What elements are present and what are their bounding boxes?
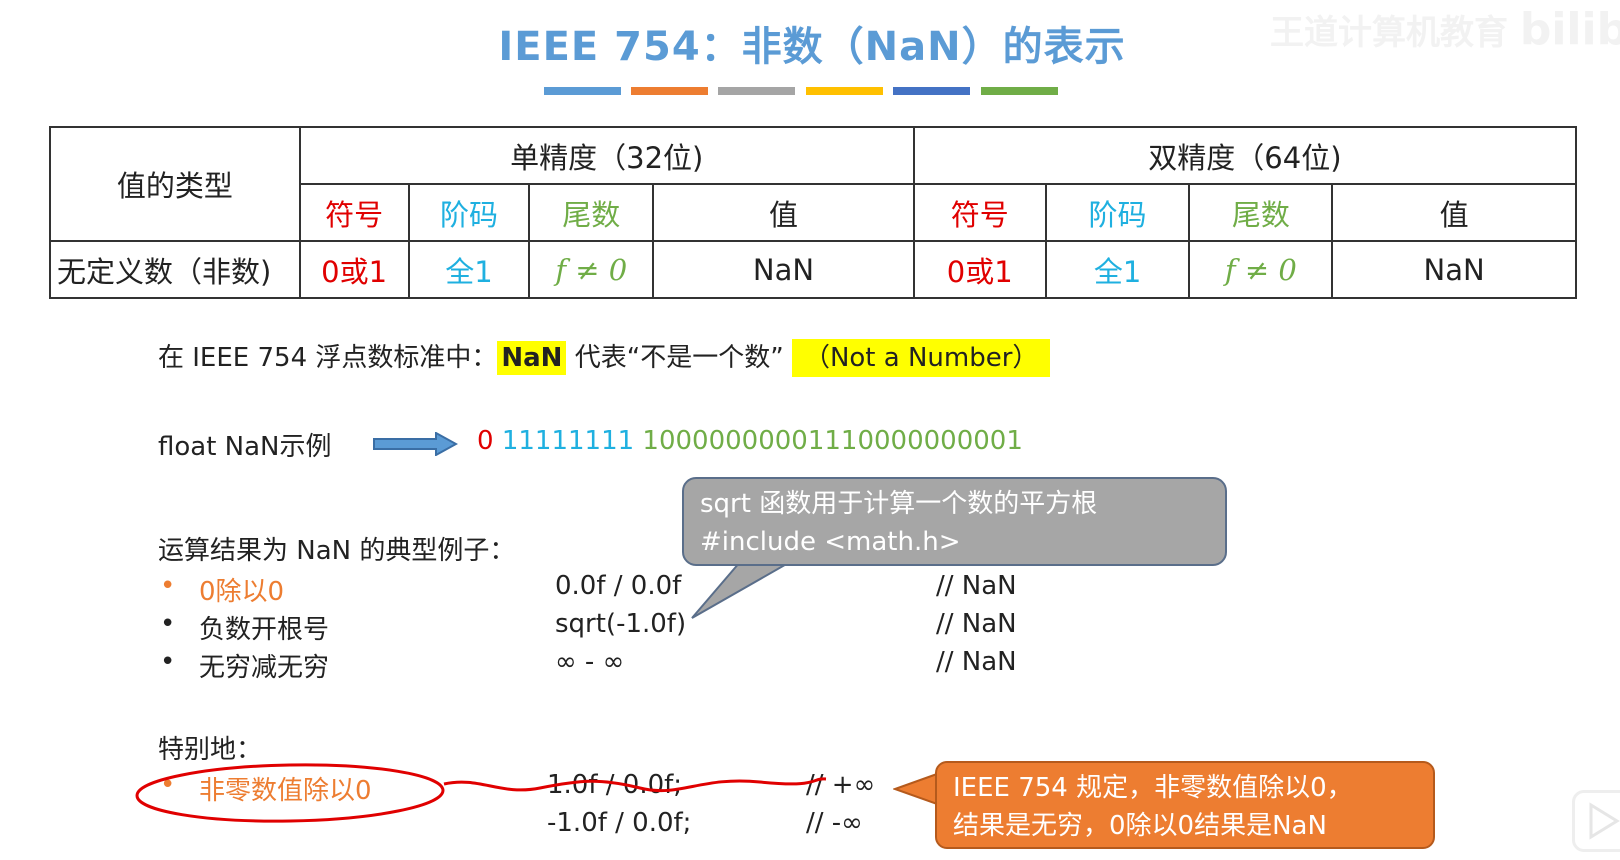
callout-line: IEEE 754 规定，非零数值除以0， — [953, 773, 1353, 803]
callout-line: #include <math.h> — [700, 527, 961, 557]
intro-line: 在 IEEE 754 浮点数标准中：NaN 代表“不是一个数” （Not a N… — [158, 337, 1051, 377]
bits-sign: 0 — [477, 426, 494, 456]
cell-sign: 0或1 — [912, 240, 1047, 299]
cell-value: NaN — [652, 240, 915, 299]
special-label: 非零数值除以0 — [199, 776, 372, 806]
col-value: 值 — [652, 183, 915, 242]
sqrt-callout: sqrt 函数用于计算一个数的平方根 #include <math.h> — [682, 477, 1227, 566]
bullet: • — [160, 647, 176, 677]
row-label: 无定义数（非数) — [49, 240, 301, 299]
col-mantissa: 尾数 — [1188, 183, 1334, 242]
item-comment: // NaN — [936, 571, 1017, 601]
intro-prefix: 在 IEEE 754 浮点数标准中： — [158, 343, 498, 373]
header-double: 双精度（64位) — [912, 126, 1578, 185]
cell-sign: 0或1 — [298, 240, 410, 299]
item-label: 无穷减无穷 — [199, 653, 330, 683]
item-code: sqrt(-1.0f) — [555, 609, 687, 639]
cell-mantissa: f ≠ 0 — [1188, 240, 1334, 299]
color-bar — [718, 87, 795, 95]
color-bar — [806, 87, 883, 95]
special-code: 1.0f / 0.0f; — [547, 770, 683, 800]
col-mantissa: 尾数 — [528, 183, 655, 242]
not-a-number-highlight: （Not a Number） — [791, 339, 1051, 377]
special-comment: // -∞ — [806, 808, 863, 838]
play-icon[interactable] — [1572, 790, 1620, 852]
example-label: float NaN示例 — [158, 432, 332, 462]
item-label: 0除以0 — [199, 577, 285, 607]
special-comment: // +∞ — [806, 770, 876, 800]
item-comment: // NaN — [936, 647, 1017, 677]
item-code: ∞ - ∞ — [555, 647, 625, 677]
item-label: 负数开根号 — [199, 615, 330, 645]
special-code: -1.0f / 0.0f; — [547, 808, 692, 838]
arrow-right-icon — [373, 432, 458, 456]
col-sign: 符号 — [298, 183, 410, 242]
callout-pointer — [893, 772, 939, 806]
watermark: 王道计算机教育 bilib — [1270, 4, 1620, 55]
nan-table: 值的类型 单精度（32位) 双精度（64位) 符号 阶码 尾数 值 符号 阶码 … — [49, 126, 1578, 299]
item-comment: // NaN — [936, 609, 1017, 639]
color-bar — [893, 87, 970, 95]
col-sign: 符号 — [912, 183, 1047, 242]
typical-heading: 运算结果为 NaN 的典型例子： — [158, 536, 516, 566]
color-bar — [631, 87, 708, 95]
col-exponent: 阶码 — [1044, 183, 1191, 242]
example-bits: 0 11111111 10000000001110000000001 — [477, 426, 1023, 456]
nan-highlight: NaN — [497, 341, 567, 375]
slide-title: IEEE 754：非数（NaN）的表示 — [498, 24, 1126, 70]
color-bar — [981, 87, 1058, 95]
callout-line: sqrt 函数用于计算一个数的平方根 — [700, 489, 1098, 519]
col-exponent: 阶码 — [407, 183, 531, 242]
bullet: • — [160, 571, 176, 601]
col-value: 值 — [1331, 183, 1577, 242]
cell-mantissa: f ≠ 0 — [528, 240, 655, 299]
bits-mantissa: 10000000001110000000001 — [642, 426, 1023, 456]
color-bar — [544, 87, 621, 95]
callout-line: 结果是无穷，0除以0结果是NaN — [953, 811, 1327, 841]
bits-exponent: 11111111 — [501, 426, 635, 456]
item-code: 0.0f / 0.0f — [555, 571, 682, 601]
bullet: • — [160, 609, 176, 639]
intro-middle: 代表“不是一个数” — [566, 343, 784, 373]
cell-value: NaN — [1331, 240, 1577, 299]
ieee-callout: IEEE 754 规定，非零数值除以0， 结果是无穷，0除以0结果是NaN — [935, 761, 1435, 849]
header-single: 单精度（32位) — [298, 126, 915, 185]
cell-exponent: 全1 — [407, 240, 531, 299]
special-heading: 特别地： — [158, 735, 263, 765]
cell-exponent: 全1 — [1044, 240, 1191, 299]
header-value-type: 值的类型 — [49, 126, 301, 242]
